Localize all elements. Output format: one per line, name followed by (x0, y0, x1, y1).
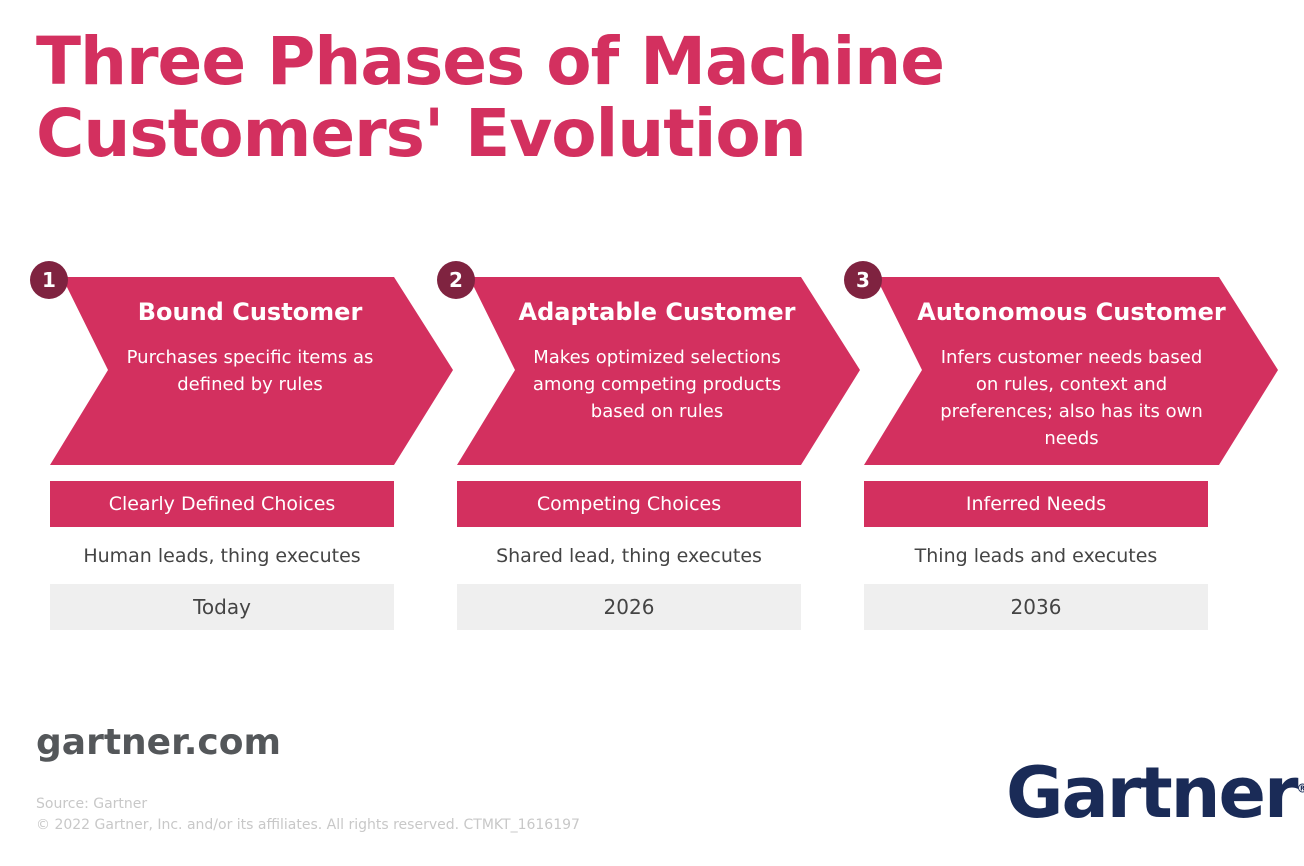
copyright-text: © 2022 Gartner, Inc. and/or its affiliat… (36, 817, 580, 833)
phase-choice-label: Inferred Needs (864, 481, 1208, 527)
phase-number-badge: 1 (30, 261, 68, 299)
phase-3: 3 Autonomous Customer Infers customer ne… (844, 260, 1304, 640)
chevron-shape (50, 277, 453, 465)
phase-description: Purchases specific items as defined by r… (126, 347, 374, 395)
gartner-logo: Gartner® (1006, 752, 1304, 834)
source-note: Source: Gartner © 2022 Gartner, Inc. and/… (36, 794, 580, 836)
phase-number-badge: 2 (437, 261, 475, 299)
phase-lead-text: Human leads, thing executes (83, 545, 361, 567)
phase-number-badge: 3 (844, 261, 882, 299)
phase-choice-label: Clearly Defined Choices (50, 481, 394, 527)
phase-lead-text: Shared lead, thing executes (496, 545, 762, 567)
phase-title: Adaptable Customer (518, 298, 796, 326)
site-url: gartner.com (36, 722, 281, 763)
phase-timeframe: 2026 (457, 584, 801, 630)
phase-lead-text: Thing leads and executes (914, 545, 1158, 567)
phase-title: Autonomous Customer (917, 298, 1226, 326)
phase-description: Makes optimized selections among competi… (532, 347, 782, 422)
chevron-shape (864, 277, 1278, 465)
phase-description: Infers customer needs based on rules, co… (940, 347, 1203, 449)
phase-title: Bound Customer (137, 298, 363, 326)
phase-2: 2 Adaptable Customer Makes optimized sel… (437, 260, 897, 640)
phase-timeframe: Today (50, 584, 394, 630)
phase-choice-label: Competing Choices (457, 481, 801, 527)
phase-1: 1 Bound Customer Purchases specific item… (30, 260, 490, 640)
chevron-shape (457, 277, 860, 465)
source-text: Source: Gartner (36, 796, 148, 812)
phase-timeframe: 2036 (864, 584, 1208, 630)
